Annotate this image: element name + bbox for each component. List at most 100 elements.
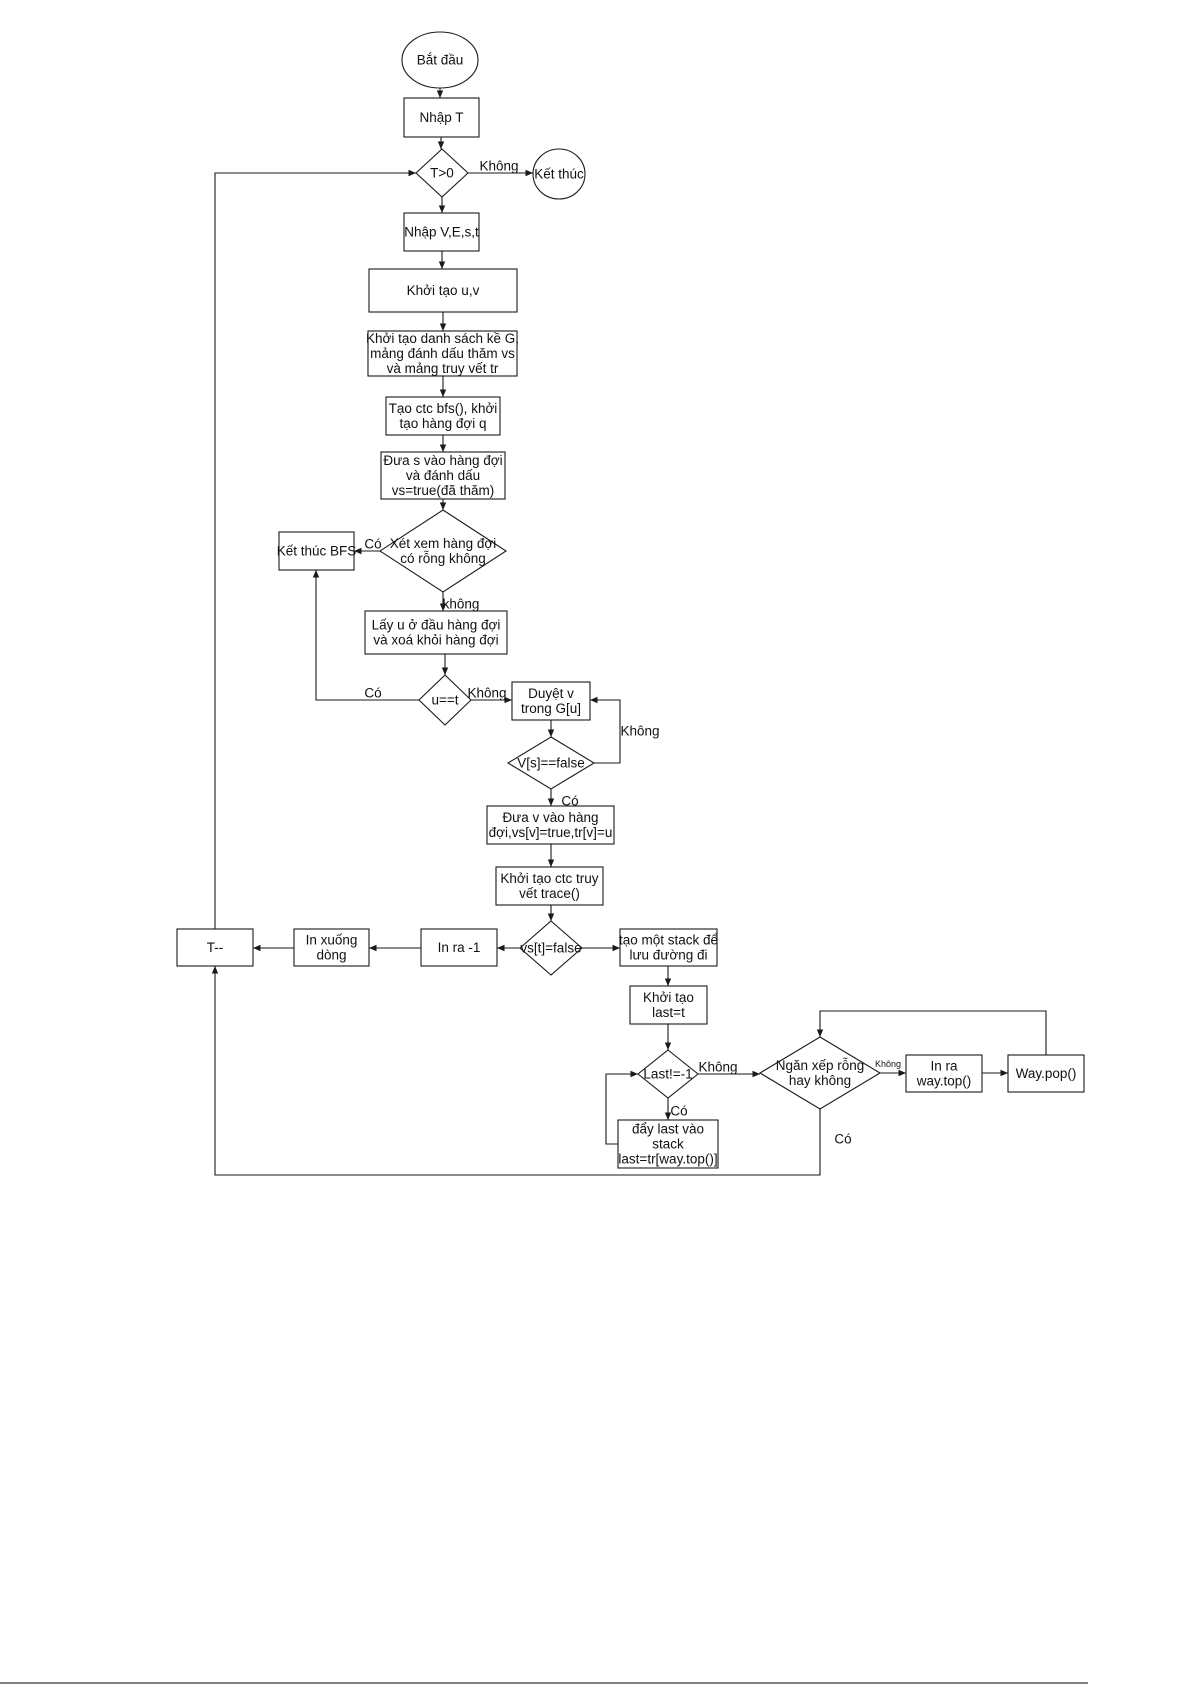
edge-label-stack-yes: Có <box>834 1132 851 1147</box>
node-text: đẩy last vào <box>632 1122 704 1137</box>
edge-label-tgt0-no: Không <box>479 159 518 174</box>
terminal-ellipse <box>532 148 586 200</box>
edge-label-vs-yes: Có <box>561 794 578 809</box>
node-text: Xét xem hàng đợi <box>390 536 496 551</box>
node-text: V[s]==false <box>517 756 585 771</box>
node-print-neg: In ra -1 <box>420 928 498 967</box>
process-box <box>495 866 604 906</box>
node-init-lists: Khởi tạo danh sách kề G,mảng đánh dấu th… <box>366 330 519 377</box>
decision-diamond <box>637 1049 699 1099</box>
node-text: T-- <box>207 940 224 955</box>
node-text: In ra <box>930 1059 958 1074</box>
node-init-uv: Khởi tạo u,v <box>368 268 518 313</box>
node-text: In xuống <box>306 933 358 948</box>
terminal-ellipse <box>401 31 479 89</box>
node-text: Nhập V,E,s,t <box>404 225 479 240</box>
process-box <box>619 928 718 967</box>
process-box <box>905 1054 983 1093</box>
arrow-check-stack-yes-to-t-dec <box>211 966 821 1176</box>
node-check-vst: vs[t]=false <box>519 920 583 976</box>
node-text: vết trace() <box>519 886 580 901</box>
process-box <box>403 212 480 252</box>
decision-diamond <box>758 1036 882 1110</box>
process-box <box>617 1119 719 1169</box>
arrow-pop-way-loop-to-check-stack <box>816 1010 1047 1055</box>
decision-diamond <box>506 736 596 790</box>
node-text: Kết thúc <box>534 167 584 182</box>
node-text: trong G[u] <box>521 701 581 716</box>
node-text: Last!=-1 <box>643 1067 692 1082</box>
node-check-last: Last!=-1 <box>637 1049 699 1099</box>
node-text: tạo hàng đợi q <box>400 416 487 431</box>
process-box <box>403 97 480 138</box>
node-text: Ngăn xếp rỗng <box>776 1058 865 1073</box>
node-check-t: T>0 <box>415 148 469 198</box>
edge-label-queue-yes: Có <box>364 537 381 552</box>
node-input-t: Nhập T <box>403 97 480 138</box>
node-text: Tạo ctc bfs(), khởi <box>389 401 498 416</box>
node-text: In ra -1 <box>438 940 481 955</box>
edge-label-last-no: Không <box>698 1060 737 1075</box>
node-text: Khởi tạo danh sách kề G, <box>366 331 519 346</box>
edge-label-u-no: Không <box>467 686 506 701</box>
decision-diamond <box>378 509 508 593</box>
connectors <box>211 88 1047 1176</box>
node-end: Kết thúc <box>532 148 586 200</box>
edge-label-u-yes: Có <box>364 686 381 701</box>
node-text: Đưa s vào hàng đợi <box>383 453 502 468</box>
edge-label-vs-no: Không <box>620 724 659 739</box>
decision-diamond <box>418 674 472 726</box>
decision-diamond <box>519 920 583 976</box>
node-text: vs=true(đã thăm) <box>392 483 494 498</box>
node-text: có rỗng không <box>400 551 486 566</box>
node-text: hay không <box>789 1073 851 1088</box>
node-text: Đưa v vào hàng <box>502 810 598 825</box>
node-text: đợi,vs[v]=true,tr[v]=u <box>489 825 613 840</box>
process-box <box>278 531 355 571</box>
process-box <box>380 451 506 500</box>
node-text: và mảng truy vết tr <box>387 361 499 376</box>
edge-label-queue-no: không <box>443 597 480 612</box>
node-text: lưu đường đi <box>630 948 708 963</box>
process-box <box>368 268 518 313</box>
arrow-check-vs-loop-to-iterate-v <box>590 696 621 764</box>
node-text: last=tr[way.top()] <box>618 1152 717 1167</box>
node-check-vs: V[s]==false <box>506 736 596 790</box>
node-text: Khởi tạo u,v <box>407 283 480 298</box>
process-box <box>420 928 498 967</box>
process-box <box>176 928 254 967</box>
node-text: Lấy u ở đầu hàng đợi <box>372 618 501 633</box>
edge-label-last-yes: Có <box>670 1104 687 1119</box>
node-text: Kết thúc BFS <box>277 544 357 559</box>
node-text: vs[t]=false <box>520 941 581 956</box>
node-text: stack <box>652 1137 684 1152</box>
arrow-push-last-loop-to-check-last <box>605 1070 638 1145</box>
process-box <box>1007 1054 1085 1093</box>
node-pop-way: Way.pop() <box>1007 1054 1085 1093</box>
node-text: Khởi tạo <box>643 990 694 1005</box>
node-start: Bắt đầu <box>401 31 479 89</box>
process-box <box>486 805 615 845</box>
node-t-dec: T-- <box>176 928 254 967</box>
process-box <box>629 985 708 1025</box>
node-text: way.top() <box>916 1074 972 1089</box>
process-box <box>367 330 518 377</box>
decision-diamond <box>415 148 469 198</box>
process-box <box>511 681 591 721</box>
node-text: u==t <box>431 693 458 708</box>
arrow-t-dec-loop-to-check-t <box>214 169 416 929</box>
